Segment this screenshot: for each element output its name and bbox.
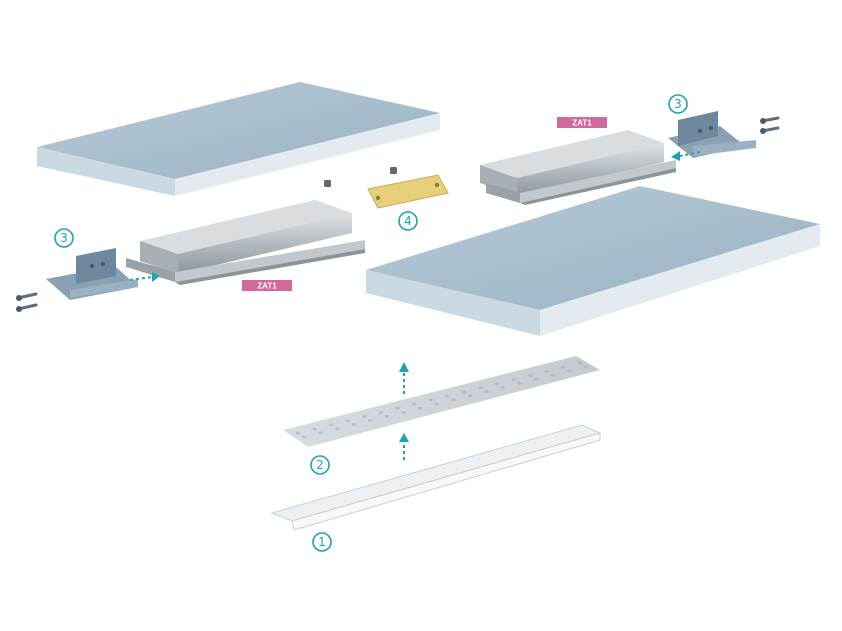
callout-1: 1 bbox=[313, 533, 331, 551]
tape-adhesive-mark bbox=[484, 390, 488, 393]
tape-adhesive-mark bbox=[401, 411, 405, 414]
tape-adhesive-mark bbox=[429, 399, 433, 402]
callout-3-right: 3 bbox=[669, 95, 687, 113]
tape-adhesive-mark bbox=[335, 427, 339, 430]
screws-left bbox=[16, 294, 36, 312]
tape-adhesive-mark bbox=[346, 419, 350, 422]
tape-adhesive-mark bbox=[318, 431, 322, 434]
tape-adhesive-mark bbox=[451, 399, 455, 402]
aluminium-profile-left bbox=[126, 200, 365, 285]
end-bracket-left bbox=[46, 248, 138, 300]
tape-adhesive-mark bbox=[534, 378, 538, 381]
callout-1-text: 1 bbox=[318, 535, 326, 549]
tape-adhesive-mark bbox=[362, 415, 366, 418]
screws-right bbox=[760, 118, 778, 134]
tape-adhesive-mark bbox=[302, 436, 306, 439]
tape-adhesive-mark bbox=[501, 386, 505, 389]
tape-adhesive-mark bbox=[478, 386, 482, 389]
tape-adhesive-mark bbox=[379, 411, 383, 414]
tape-adhesive-mark bbox=[578, 362, 582, 365]
shelf-board-left bbox=[37, 82, 440, 196]
zat1-tag-left: ZAT1 bbox=[242, 280, 292, 291]
end-bracket-right bbox=[668, 111, 756, 158]
tape-adhesive-mark bbox=[462, 390, 466, 393]
tape-adhesive-mark bbox=[511, 378, 515, 381]
tape-adhesive-mark bbox=[412, 403, 416, 406]
tape-adhesive-mark bbox=[418, 407, 422, 410]
tape-adhesive-mark bbox=[567, 370, 571, 373]
tape-adhesive-mark bbox=[329, 423, 333, 426]
tape-adhesive-mark bbox=[368, 419, 372, 422]
callout-3-right-text: 3 bbox=[674, 97, 682, 111]
callout-2-text: 2 bbox=[316, 458, 324, 472]
connector-plate bbox=[368, 175, 448, 208]
tape-adhesive-mark bbox=[445, 395, 449, 398]
zat1-tag-right: ZAT1 bbox=[557, 117, 607, 128]
callout-3-left: 3 bbox=[55, 229, 73, 247]
tape-adhesive-mark bbox=[435, 403, 439, 406]
callout-2: 2 bbox=[311, 456, 329, 474]
tape-adhesive-mark bbox=[551, 374, 555, 377]
tape-adhesive-mark bbox=[517, 382, 521, 385]
tape-adhesive-mark bbox=[495, 382, 499, 385]
callout-4: 4 bbox=[399, 212, 417, 230]
tape-adhesive-mark bbox=[296, 432, 300, 435]
tape-adhesive-mark bbox=[545, 370, 549, 373]
zat1-tag-right-text: ZAT1 bbox=[572, 119, 592, 128]
tape-adhesive-mark bbox=[352, 423, 356, 426]
shelf-board-right bbox=[366, 186, 820, 336]
tape-adhesive-mark bbox=[528, 374, 532, 377]
tape-adhesive-mark bbox=[468, 394, 472, 397]
tape-adhesive-mark bbox=[395, 407, 399, 410]
tape-adhesive-mark bbox=[561, 366, 565, 369]
tape-adhesive-mark bbox=[584, 366, 588, 369]
tape-adhesive-mark bbox=[312, 427, 316, 430]
nuts bbox=[324, 167, 397, 187]
zat1-tag-left-text: ZAT1 bbox=[257, 282, 277, 291]
callout-4-text: 4 bbox=[404, 214, 412, 228]
callout-3-left-text: 3 bbox=[60, 231, 68, 245]
tape-adhesive-mark bbox=[385, 415, 389, 418]
